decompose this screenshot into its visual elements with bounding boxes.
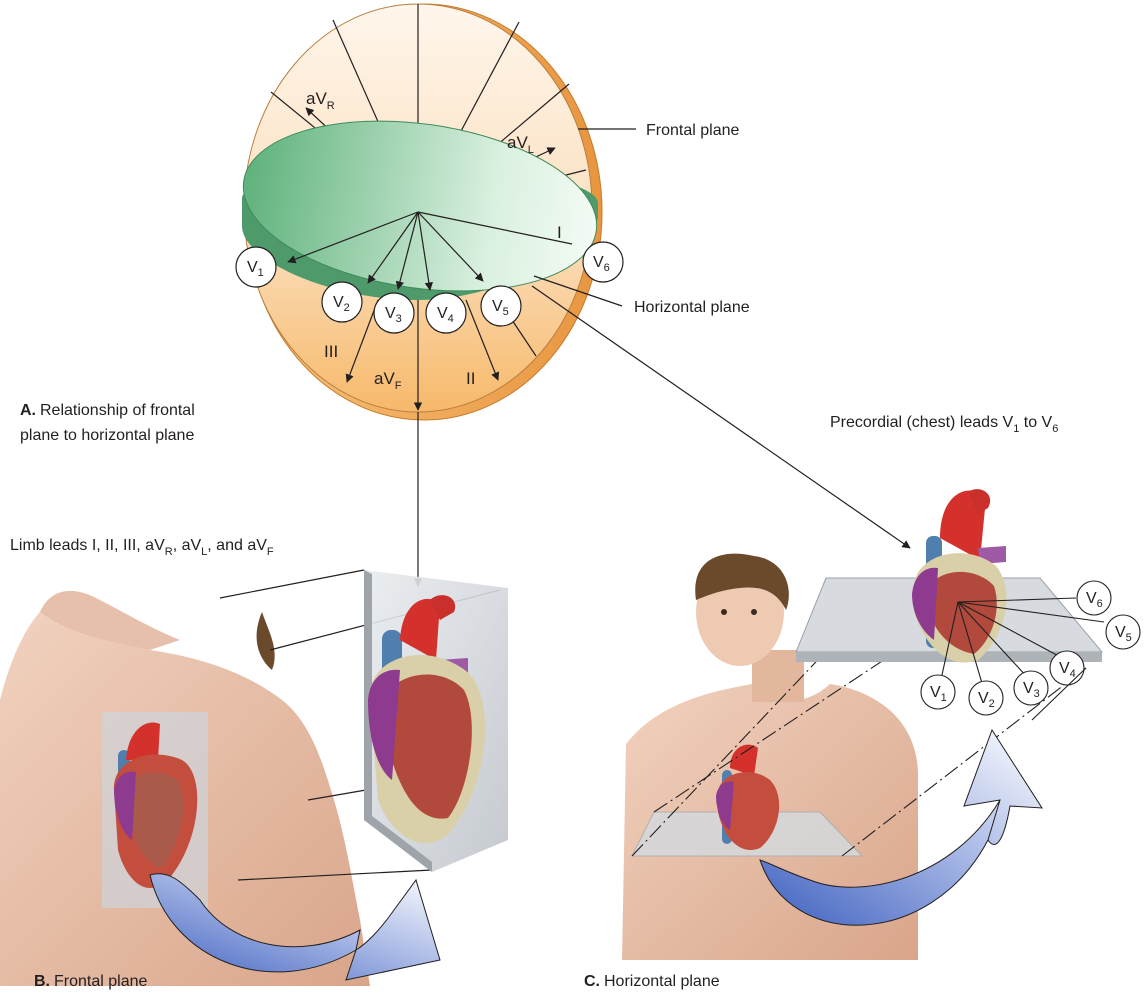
panel-a-planes: aVR aVL I III aVF II V1 V2 V3 V4 V5 V6 F…	[20, 4, 750, 444]
precordial-leads-caption: Precordial (chest) leads V1 to V6	[830, 414, 1058, 435]
lead-circle-c-v4: V4	[1050, 651, 1084, 685]
lead-circle-c-v5: V5	[1106, 615, 1140, 649]
hair-b	[257, 612, 275, 670]
lead-circle-v4: V4	[426, 293, 466, 333]
panel-a-caption-line2: plane to horizontal plane	[20, 427, 194, 444]
panel-a-caption-line1: A.Relationship of frontal	[20, 402, 195, 419]
lead-label-iii: III	[324, 342, 338, 361]
lead-circle-c-v6: V6	[1077, 581, 1111, 615]
lead-circle-v1: V1	[236, 247, 276, 287]
lead-circle-c-v1: V1	[921, 675, 955, 709]
lead-circle-v3: V3	[374, 293, 414, 333]
lead-label-i: I	[557, 223, 562, 242]
lead-circle-c-v3: V3	[1014, 671, 1048, 705]
panel-b-frontal: B.Frontal plane	[0, 570, 508, 990]
panel-c-horizontal: V1 V2 V3 V4 V5 V6 C.Horizontal plane	[584, 489, 1140, 990]
eye-left-c	[721, 609, 727, 615]
limb-leads-caption: Limb leads I, II, III, aVR, aVL, and aVF	[10, 537, 274, 558]
lead-circle-v2: V2	[322, 282, 362, 322]
lead-circle-v5: V5	[481, 286, 521, 326]
horizontal-plane-label: Horizontal plane	[634, 299, 750, 316]
eye-right-c	[751, 609, 757, 615]
lead-circle-v6: V6	[583, 242, 623, 282]
lead-label-ii: II	[466, 369, 475, 388]
heart-large-c	[912, 489, 1006, 662]
frontal-plane-label: Frontal plane	[646, 122, 739, 139]
panel-c-caption: C.Horizontal plane	[584, 973, 720, 990]
lead-circle-c-v2: V2	[969, 681, 1003, 715]
